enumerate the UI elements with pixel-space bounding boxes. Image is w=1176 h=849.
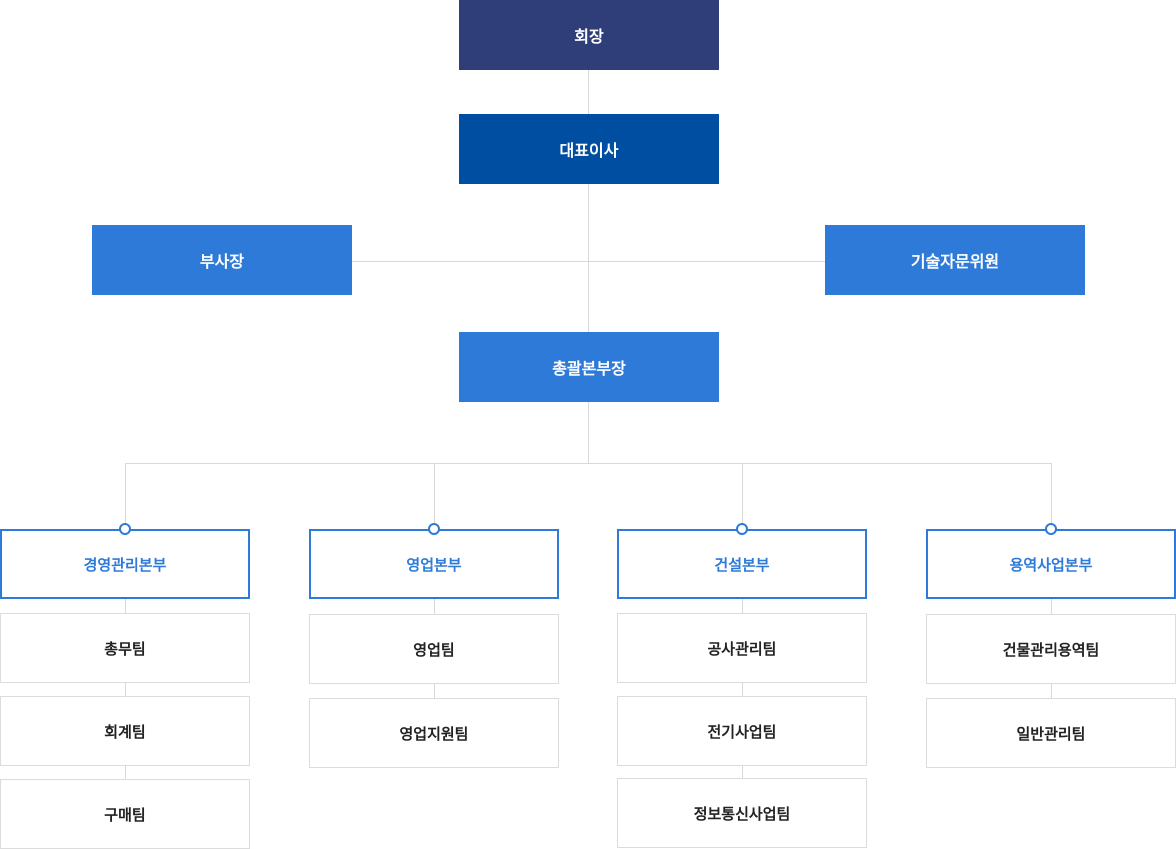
team-label: 구매팀 bbox=[104, 805, 146, 824]
team-box: 정보통신사업팀 bbox=[617, 778, 867, 848]
team-box: 공사관리팀 bbox=[617, 613, 867, 683]
division-node-dot bbox=[1045, 523, 1057, 535]
division-node-dot bbox=[428, 523, 440, 535]
division-box-sales: 영업본부 bbox=[309, 529, 559, 599]
team-label: 회계팀 bbox=[104, 722, 146, 741]
team-box: 구매팀 bbox=[0, 779, 250, 849]
connector-division-1-teams bbox=[125, 599, 126, 779]
team-label: 전기사업팀 bbox=[707, 722, 777, 741]
general-head-box: 총괄본부장 bbox=[459, 332, 719, 402]
division-node-dot bbox=[736, 523, 748, 535]
general-head-label: 총괄본부장 bbox=[552, 359, 626, 378]
connector-division-1-drop bbox=[125, 463, 126, 529]
division-box-management: 경영관리본부 bbox=[0, 529, 250, 599]
connector-division-3-teams bbox=[742, 599, 743, 779]
team-box: 전기사업팀 bbox=[617, 696, 867, 766]
division-label: 경영관리본부 bbox=[83, 555, 167, 574]
vice-president-label: 부사장 bbox=[199, 252, 245, 271]
team-label: 총무팀 bbox=[104, 639, 146, 658]
team-box: 영업팀 bbox=[309, 614, 559, 684]
team-box: 일반관리팀 bbox=[926, 698, 1176, 768]
vice-president-box: 부사장 bbox=[92, 225, 352, 295]
chairman-box: 회장 bbox=[459, 0, 719, 70]
connector-vp-advisor bbox=[352, 261, 825, 262]
team-label: 영업지원팀 bbox=[399, 724, 469, 743]
connector-divisions-horizontal bbox=[125, 463, 1052, 464]
team-box: 총무팀 bbox=[0, 613, 250, 683]
ceo-label: 대표이사 bbox=[559, 141, 619, 160]
division-label: 영업본부 bbox=[406, 555, 462, 574]
connector-division-2-drop bbox=[434, 463, 435, 529]
team-label: 일반관리팀 bbox=[1016, 724, 1086, 743]
tech-advisor-box: 기술자문위원 bbox=[825, 225, 1085, 295]
team-label: 영업팀 bbox=[413, 640, 455, 659]
team-box: 영업지원팀 bbox=[309, 698, 559, 768]
team-label: 공사관리팀 bbox=[707, 639, 777, 658]
division-box-services: 용역사업본부 bbox=[926, 529, 1176, 599]
tech-advisor-label: 기술자문위원 bbox=[910, 252, 1000, 271]
team-label: 건물관리용역팀 bbox=[1002, 640, 1100, 659]
division-node-dot bbox=[119, 523, 131, 535]
division-box-construction: 건설본부 bbox=[617, 529, 867, 599]
ceo-box: 대표이사 bbox=[459, 114, 719, 184]
chairman-label: 회장 bbox=[574, 27, 604, 46]
connector-main-vertical bbox=[588, 70, 589, 463]
division-label: 용역사업본부 bbox=[1009, 555, 1093, 574]
division-label: 건설본부 bbox=[714, 555, 770, 574]
team-label: 정보통신사업팀 bbox=[693, 804, 791, 823]
connector-division-4-drop bbox=[1051, 463, 1052, 529]
team-box: 건물관리용역팀 bbox=[926, 614, 1176, 684]
team-box: 회계팀 bbox=[0, 696, 250, 766]
connector-division-3-drop bbox=[742, 463, 743, 529]
